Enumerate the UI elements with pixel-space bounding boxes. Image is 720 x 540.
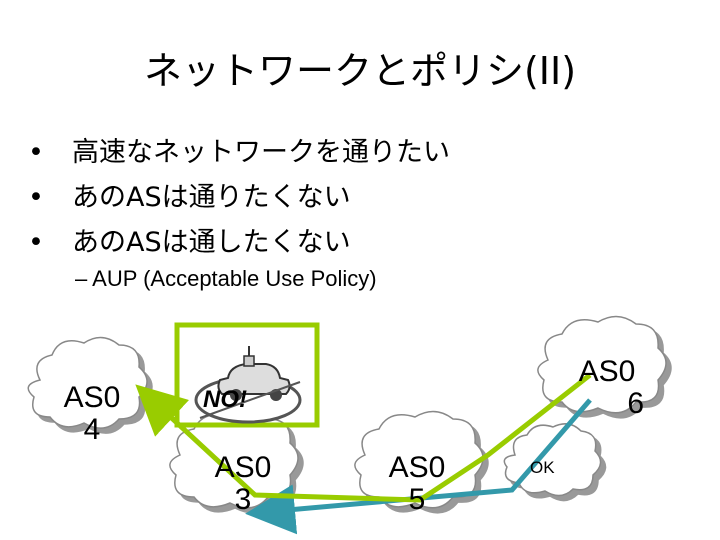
as04-label-line1: AS0	[63, 381, 121, 414]
slide-title: ネットワークとポリシ(II)	[143, 49, 577, 93]
no-sign-text: NO!	[203, 386, 247, 413]
no-sign-highlight	[174, 322, 320, 428]
as06-label: AS0 6	[562, 356, 652, 420]
sub-bullet: AUP (Acceptable Use Policy)	[75, 266, 377, 292]
as03-label-line1: AS0	[214, 451, 272, 484]
as06-label-line1: AS0	[578, 355, 636, 388]
as03-label: AS0 3	[198, 452, 288, 516]
bullet-item: あのASは通りたくない	[28, 175, 450, 220]
bullet-list: 高速なネットワークを通りたい あのASは通りたくない あのASは通したくない	[28, 130, 450, 265]
as05-label: AS0 5	[372, 452, 462, 516]
as05-label-line1: AS0	[388, 451, 446, 484]
as06-label-line2: 6	[627, 387, 644, 420]
ok-label: OK	[530, 458, 555, 477]
as03-label-line2: 3	[234, 483, 252, 516]
no-car-icon	[194, 346, 302, 424]
as04-label: AS0 4	[52, 382, 132, 446]
bullet-item: 高速なネットワークを通りたい	[28, 130, 450, 175]
as05-label-line2: 5	[408, 483, 426, 516]
cloud-as05	[354, 410, 484, 509]
cloud-ok	[503, 423, 602, 497]
as04-label-line2: 4	[83, 413, 101, 446]
green-path-arrow	[135, 373, 592, 503]
teal-path-arrow	[245, 398, 592, 535]
bullet-item: あのASは通したくない	[28, 220, 450, 265]
